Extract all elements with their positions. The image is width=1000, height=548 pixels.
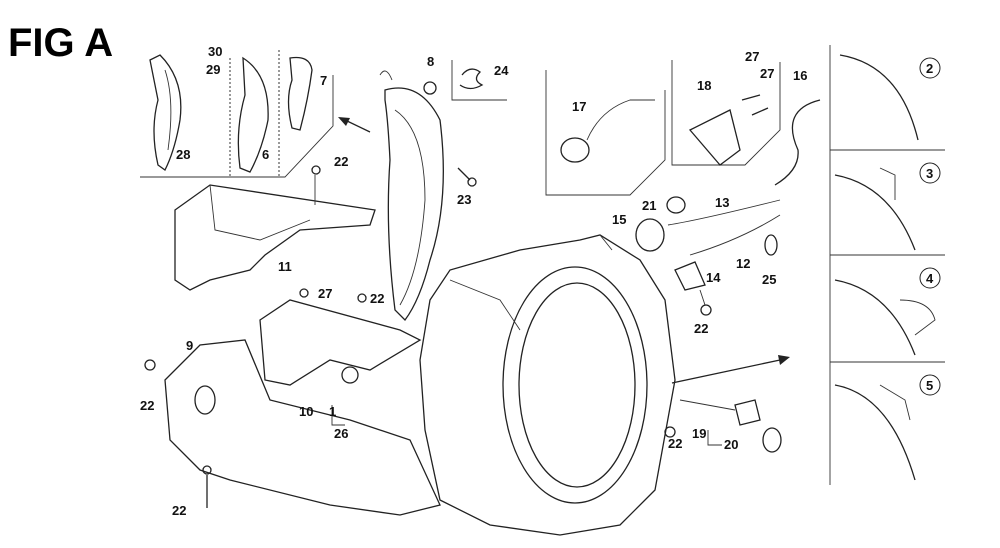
callout: 25 — [762, 272, 776, 287]
callout: 19 — [692, 426, 706, 441]
detail-views — [829, 45, 945, 485]
part-10-bracket — [259, 288, 422, 426]
callout: 28 — [176, 147, 190, 162]
callout: 26 — [334, 426, 348, 441]
part-11-panel — [174, 165, 376, 291]
callout: 6 — [262, 147, 269, 162]
arrow-head — [338, 117, 350, 126]
callouts: 30 29 28 6 7 8 24 22 23 11 17 18 27 27 1… — [140, 44, 807, 518]
callout: 23 — [457, 192, 471, 207]
callout: 13 — [715, 195, 729, 210]
callout: 27 — [760, 66, 774, 81]
callout: 15 — [612, 212, 626, 227]
part-28-shroud — [149, 54, 182, 171]
callout: 12 — [736, 256, 750, 271]
callout: 29 — [206, 62, 220, 77]
part-24-clip — [451, 60, 507, 101]
callout: 22 — [172, 503, 186, 518]
figure-title: FIG A — [8, 21, 113, 65]
callout: 27 — [318, 286, 332, 301]
callout: 1 — [329, 404, 336, 419]
callout: 11 — [278, 259, 292, 274]
callout: 14 — [706, 270, 721, 285]
part-6-shroud — [237, 56, 269, 173]
inset-frame-ignition — [545, 60, 781, 196]
callout: 24 — [494, 63, 509, 78]
callout: 30 — [208, 44, 222, 59]
part-8-nut — [423, 81, 437, 95]
detail-view-label: 4 — [926, 271, 934, 286]
callout: 22 — [370, 291, 384, 306]
callout: 17 — [572, 99, 586, 114]
part-16-wire — [774, 99, 821, 186]
arrow-line — [344, 119, 371, 133]
callout: 7 — [320, 73, 327, 88]
callout: 20 — [724, 437, 738, 452]
part-9-panel — [144, 339, 441, 516]
callout: 22 — [668, 436, 682, 451]
arrow-head — [778, 355, 790, 365]
callout: 22 — [334, 154, 348, 169]
callout: 9 — [186, 338, 193, 353]
part-7-shroud — [287, 56, 313, 131]
callout: 27 — [745, 49, 759, 64]
callout: 18 — [697, 78, 711, 93]
part-23-cover — [379, 70, 477, 321]
callout: 10 — [299, 404, 313, 419]
detail-view-label: 2 — [926, 61, 933, 76]
detail-view-label: 3 — [926, 166, 933, 181]
detail-view-label: 5 — [926, 378, 933, 393]
part-19-20-pulser — [664, 399, 782, 453]
callout: 21 — [642, 198, 656, 213]
fan-shroud — [419, 234, 676, 536]
callout: 22 — [140, 398, 154, 413]
inset-frame-shrouds — [140, 50, 334, 178]
arrow-line — [671, 359, 781, 384]
callout: 8 — [427, 54, 434, 69]
part-15-13-14-harness — [635, 196, 781, 316]
callout: 22 — [694, 321, 708, 336]
callout: 16 — [793, 68, 807, 83]
